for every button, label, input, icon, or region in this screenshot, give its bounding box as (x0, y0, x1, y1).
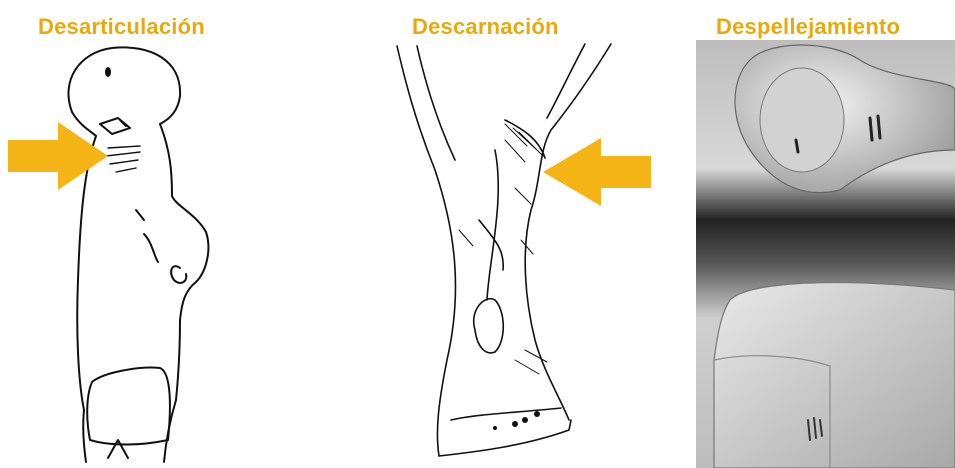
bone-drawing-descarnacion (355, 0, 670, 468)
panel-despellejamiento: Despellejamiento (690, 0, 955, 468)
arrow-left-icon (543, 138, 651, 206)
panel-desarticulacion: Desarticulación (0, 0, 330, 468)
arrow-right-icon (8, 122, 108, 190)
bone-drawing-desarticulacion (0, 0, 330, 468)
panel-descarnacion: Descarnación (355, 0, 670, 468)
sem-photo-despellejamiento (690, 0, 955, 468)
